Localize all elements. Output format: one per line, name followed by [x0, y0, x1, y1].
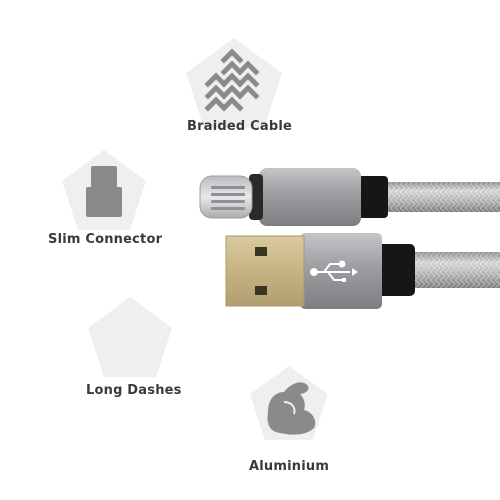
- feature-label-braided-cable: Braided Cable: [187, 119, 292, 134]
- usb-cable-assembly: [225, 233, 500, 309]
- feature-label-slim-connector: Slim Connector: [48, 232, 163, 247]
- lightning-cable-assembly: [199, 168, 500, 226]
- feature-label-aluminium: Aluminium: [249, 459, 330, 474]
- feature-label-long-dashes: Long Dashes: [86, 383, 182, 398]
